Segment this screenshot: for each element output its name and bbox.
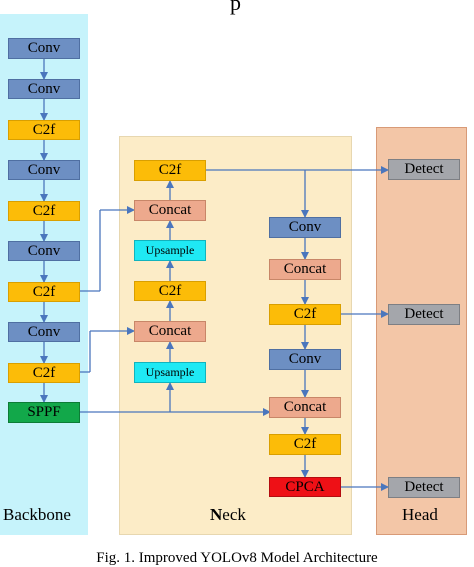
backbone-conv-5: Conv [8, 322, 80, 342]
backbone-label: Backbone [3, 505, 71, 524]
neck-concat-right-lower: Concat [269, 397, 341, 418]
neck-cpca: CPCA [269, 477, 341, 497]
neck-conv-lower: Conv [269, 349, 341, 370]
neck-label-rest: eck [222, 505, 246, 524]
backbone-conv-3: Conv [8, 160, 80, 180]
neck-concat-lower: Concat [134, 321, 206, 342]
head-detect-small: Detect [388, 477, 460, 498]
backbone-c2f-2: C2f [8, 201, 80, 221]
backbone-sppf: SPPF [8, 402, 80, 423]
figure-caption: Fig. 1. Improved YOLOv8 Model Architectu… [96, 550, 378, 566]
backbone-conv-2: Conv [8, 79, 80, 99]
head-detect-large: Detect [388, 159, 460, 180]
neck-label-initial: N [210, 505, 223, 524]
neck-c2f-right-lower: C2f [269, 434, 341, 455]
neck-upsample-lower: Upsample [134, 362, 206, 383]
backbone-conv-4: Conv [8, 241, 80, 261]
neck-label: Neck [210, 505, 246, 525]
neck-concat-right-upper: Concat [269, 259, 341, 280]
neck-c2f-right-upper: C2f [269, 304, 341, 325]
neck-conv-upper: Conv [269, 217, 341, 238]
neck-concat-upper: Concat [134, 200, 206, 221]
neck-c2f-middle: C2f [134, 281, 206, 301]
neck-c2f-top: C2f [134, 160, 206, 181]
backbone-c2f-4: C2f [8, 363, 80, 383]
head-panel [376, 127, 467, 535]
head-label: Head [402, 505, 438, 524]
backbone-conv-1: Conv [8, 38, 80, 59]
title-fragment: p [230, 0, 241, 15]
head-detect-medium: Detect [388, 304, 460, 325]
backbone-c2f-3: C2f [8, 282, 80, 302]
backbone-c2f-1: C2f [8, 120, 80, 140]
neck-upsample-upper: Upsample [134, 240, 206, 261]
